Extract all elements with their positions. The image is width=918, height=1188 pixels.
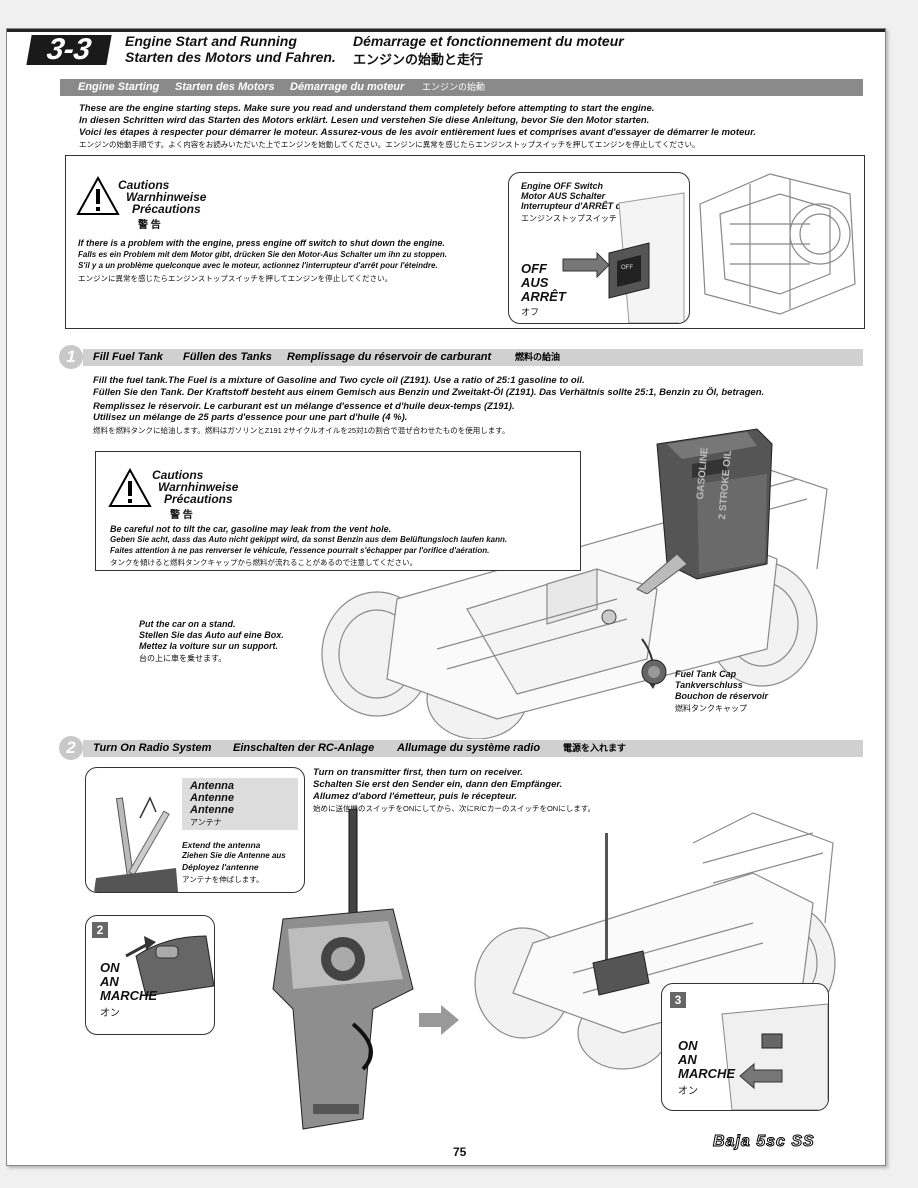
- step2-intro-0: Turn on transmitter first, then turn on …: [313, 767, 523, 778]
- cap-label-en: Fuel Tank Cap: [675, 669, 737, 679]
- step2-intro-1: Schalten Sie erst den Sender ein, dann d…: [313, 779, 563, 790]
- receiver-switch-illustration: [721, 1003, 828, 1110]
- stand-label-en: Put the car on a stand.: [139, 619, 236, 629]
- step1-intro-2: Remplissez le réservoir. Le carburant es…: [93, 401, 515, 412]
- caution-title-de: Warnhinweise: [126, 190, 207, 204]
- es-intro-de: In diesen Schritten wird das Starten des…: [79, 115, 650, 126]
- engine-switch-callout: Engine OFF Switch Motor AUS Schalter Int…: [508, 172, 690, 324]
- caution-text-de: Falls es ein Problem mit dem Motor gibt,…: [78, 250, 447, 259]
- section-title-jp: エンジンの始動と走行: [353, 52, 484, 67]
- es-intro-fr: Voici les étapes à respecter pour démarr…: [79, 127, 756, 138]
- brand-logo: Baja 5sc SS: [713, 1133, 815, 1151]
- engine-starting-bar: Engine Starting Starten des Motors Démar…: [60, 79, 863, 96]
- header-rule: [7, 29, 885, 32]
- es-intro-en: These are the engine starting steps. Mak…: [79, 103, 655, 114]
- cap-label-de: Tankverschluss: [675, 680, 743, 690]
- step2-intro-3: 始めに送信機のスイッチをONにしてから、次にR/CカーのスイッチをONにします。: [313, 804, 595, 813]
- fuel-can-illustration: [636, 428, 773, 594]
- step2-intro-2: Allumez d'abord l'émetteur, puis le réce…: [313, 791, 518, 802]
- step1-intro-0: Fill the fuel tank.The Fuel is a mixture…: [93, 375, 585, 386]
- warning-triangle-icon: [76, 176, 120, 215]
- step-1-bar: Fill Fuel Tank Füllen des Tanks Rempliss…: [83, 349, 863, 366]
- stand-label-fr: Mettez la voiture sur un support.: [139, 641, 279, 651]
- step1-intro-1: Füllen Sie den Tank. Der Kraftstoff best…: [93, 387, 765, 398]
- warning-triangle-icon: [108, 468, 152, 507]
- antenna-illustration: [94, 796, 178, 892]
- switch-closeup-illustration: [125, 935, 214, 997]
- engine-caution-box: Cautions Warnhinweise Précautions 警 告 If…: [65, 155, 865, 329]
- cap-label-fr: Bouchon de réservoir: [675, 691, 769, 701]
- section-title-fr: Démarrage et fonctionnement du moteur: [353, 33, 624, 49]
- antenna-inset: Antenna Antenne Antenne アンテナ Extend the …: [85, 767, 305, 893]
- off-switch-label: OFF: [621, 265, 633, 271]
- step-1-badge: 1: [59, 345, 83, 369]
- caution-text-fr: S'il y a un problème quelconque avec le …: [78, 261, 438, 270]
- antenna-label-panel: [182, 778, 298, 830]
- step1-intro-3: Utilisez un mélange de 25 parts d'essenc…: [93, 412, 408, 423]
- receiver-switch-inset: 3 ON AN MARCHE オン: [661, 983, 829, 1111]
- manual-page: 3-3 Engine Start and Running Starten des…: [6, 28, 886, 1166]
- fuel-caution-box: Cautions Warnhinweise Précautions 警 告 Be…: [95, 451, 581, 571]
- stand-label-de: Stellen Sie das Auto auf eine Box.: [139, 630, 284, 640]
- section-number: 3-3: [26, 33, 112, 66]
- fuel-cap-icon: [641, 659, 667, 685]
- section-title-en: Engine Start and Running: [125, 33, 297, 49]
- caution-title-jp: 警 告: [138, 220, 161, 231]
- caution-text-en: If there is a problem with the engine, p…: [78, 238, 445, 248]
- section-title-de: Starten des Motors und Fahren.: [125, 49, 336, 65]
- es-intro-jp: エンジンの始動手順です。よく内容をお読みいただいた上でエンジンを始動してください…: [79, 140, 700, 149]
- transmitter-switch-inset: 2 ON AN MARCHE オン: [85, 915, 215, 1035]
- page-number: 75: [453, 1145, 467, 1159]
- cap-label-jp: 燃料タンクキャップ: [675, 704, 747, 713]
- caution-title-en: Cautions: [118, 178, 170, 192]
- caution-title-fr: Précautions: [132, 202, 201, 216]
- stand-label-jp: 台の上に車を乗せます。: [139, 654, 227, 663]
- switch-illustration: [562, 192, 685, 323]
- step-2-bar: Turn On Radio System Einschalten der RC-…: [83, 740, 863, 757]
- step-2-badge: 2: [59, 736, 83, 760]
- car-rear-illustration: [699, 173, 856, 315]
- transmitter-illustration: [272, 809, 414, 1130]
- step1-intro-4: 燃料を燃料タンクに給油します。燃料はガソリンとZ191 2サイクルオイルを25対…: [93, 426, 510, 435]
- caution-text-jp: エンジンに異常を感じたらエンジンストップスイッチを押してエンジンを停止してくださ…: [78, 274, 393, 283]
- right-arrow-icon: [419, 1005, 459, 1035]
